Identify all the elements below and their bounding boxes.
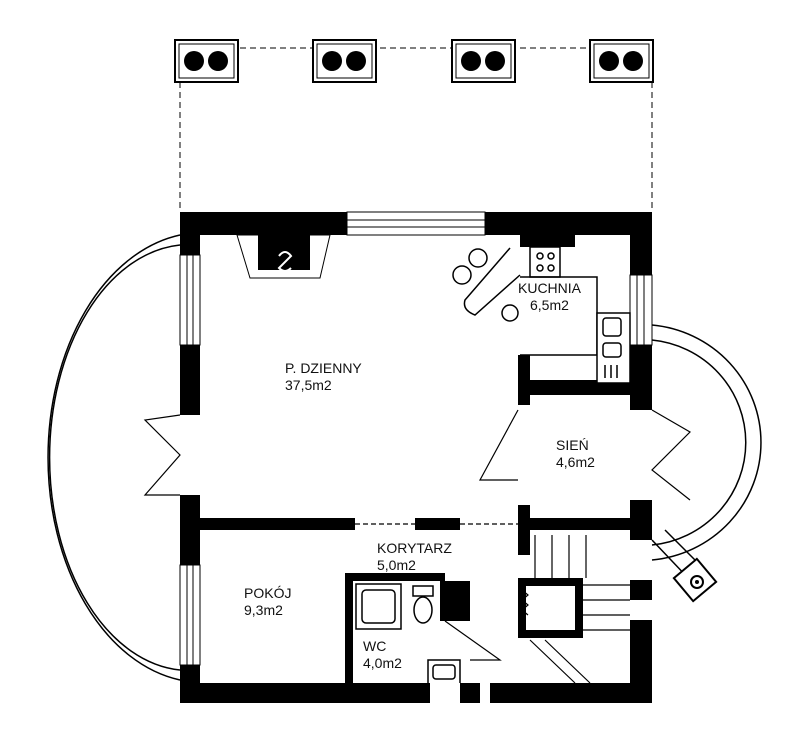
terrace-pillars — [174, 39, 654, 83]
fireplace — [236, 234, 331, 279]
stairs — [521, 535, 630, 684]
room-area: 37,5m2 — [285, 377, 332, 393]
room-name: P. DZIENNY — [285, 360, 362, 376]
room-name: SIEŃ — [556, 437, 589, 453]
room-area: 6,5m2 — [530, 297, 569, 313]
walls — [180, 212, 652, 703]
kitchen-fixtures — [452, 246, 631, 384]
right-terrace-arc — [651, 324, 762, 561]
room-area: 4,0m2 — [363, 655, 402, 671]
left-terrace-arc — [47, 234, 181, 681]
room-kitchen: KUCHNIA 6,5m2 — [518, 280, 581, 314]
room-name: WC — [363, 638, 387, 654]
room-name: KORYTARZ — [377, 540, 452, 556]
room-area: 5,0m2 — [377, 557, 416, 573]
windows — [179, 211, 653, 666]
room-area: 9,3m2 — [244, 602, 283, 618]
room-name: POKÓJ — [244, 585, 292, 601]
chimney-outlet — [651, 529, 718, 603]
room-wc: WC 4,0m2 — [363, 638, 402, 672]
terrace — [179, 47, 653, 212]
room-bedroom: POKÓJ 9,3m2 — [244, 585, 291, 619]
doors — [143, 409, 691, 661]
room-name: KUCHNIA — [518, 280, 582, 296]
wc-fixtures — [355, 583, 461, 683]
room-corridor: KORYTARZ 5,0m2 — [377, 540, 452, 574]
room-hall: SIEŃ 4,6m2 — [556, 437, 595, 471]
room-living: P. DZIENNY 37,5m2 — [285, 360, 362, 394]
room-area: 4,6m2 — [556, 454, 595, 470]
